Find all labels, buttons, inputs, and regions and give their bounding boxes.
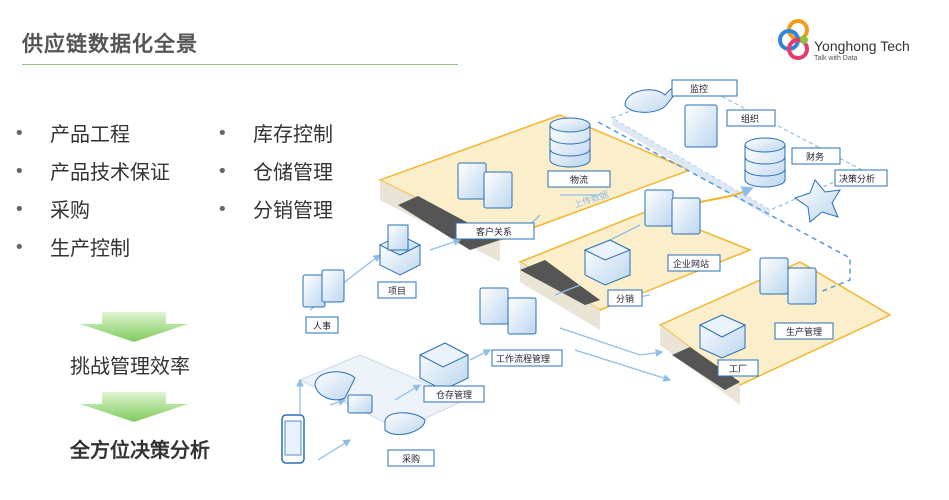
list-item: 仓储管理 — [217, 160, 333, 198]
svg-text:项目: 项目 — [388, 286, 406, 297]
label-factory: 工厂 — [717, 359, 759, 377]
logo-name: Yonghong Tech — [814, 38, 910, 54]
label-portal: 企业网站 — [667, 254, 721, 272]
svg-text:采购: 采购 — [402, 453, 420, 465]
svg-text:分销: 分销 — [616, 293, 634, 305]
list-item: 分销管理 — [217, 198, 333, 236]
svg-text:人事: 人事 — [313, 320, 331, 332]
bullet-list-right: 库存控制 仓储管理 分销管理 — [217, 122, 333, 236]
label-crm: 客户关系 — [455, 222, 535, 240]
list-item: 产品技术保证 — [14, 160, 170, 198]
distribution-building-icon — [583, 239, 632, 286]
list-item: 采购 — [14, 198, 170, 236]
label-distribution: 分销 — [607, 289, 643, 307]
portal-servers-icon — [644, 189, 701, 235]
label-hr: 人事 — [305, 316, 339, 334]
step-decision: 全方位决策分析 — [70, 438, 210, 462]
label-decision: 决策分析 — [834, 169, 888, 187]
svg-text:物流: 物流 — [570, 174, 588, 186]
label-purchase: 采购 — [387, 449, 435, 467]
factory-building-icon — [698, 314, 747, 359]
svg-text:决策分析: 决策分析 — [839, 173, 875, 185]
project-building-icon — [378, 224, 422, 276]
title-underline — [22, 64, 458, 65]
decision-star-icon — [793, 179, 841, 223]
svg-text:财务: 财务 — [806, 151, 824, 163]
hr-server-icon — [302, 269, 345, 308]
label-logistics: 物流 — [547, 170, 611, 188]
svg-text:工厂: 工厂 — [729, 364, 747, 375]
dashed-bracket — [597, 121, 851, 293]
svg-text:仓存管理: 仓存管理 — [436, 389, 472, 401]
org-server-icon — [684, 104, 718, 148]
svg-text:客户关系: 客户关系 — [476, 226, 512, 238]
down-arrow-icon — [80, 392, 188, 422]
logo-rings-icon — [778, 19, 809, 60]
list-item: 库存控制 — [217, 122, 333, 160]
label-monitor: 监控 — [671, 79, 738, 97]
distribution-panel — [518, 209, 753, 330]
label-workflow: 工作流程管理 — [491, 349, 563, 367]
logo-tagline: Talk with Data — [814, 55, 858, 62]
finance-database-icon — [744, 137, 786, 188]
svg-text:企业网站: 企业网站 — [673, 258, 709, 270]
svg-text:生产管理: 生产管理 — [786, 326, 822, 338]
monitor-whale-icon — [624, 83, 679, 113]
list-item: 产品工程 — [14, 122, 170, 160]
purchase-icons — [314, 371, 426, 435]
page-title: 供应链数据化全景 — [22, 32, 198, 56]
company-logo: Yonghong Tech Talk with Data — [776, 16, 936, 76]
logistics-database-icon — [549, 117, 591, 168]
down-arrow-icon — [80, 312, 188, 342]
label-finance: 财务 — [791, 147, 841, 165]
svg-text:监控: 监控 — [690, 83, 708, 95]
label-production: 生产管理 — [774, 322, 834, 340]
step-challenge: 挑战管理效率 — [70, 354, 190, 378]
crm-servers-icon — [457, 162, 513, 209]
production-servers-icon — [759, 257, 817, 305]
warehouse-building-icon — [418, 342, 470, 391]
workflow-servers-icon — [479, 287, 537, 335]
list-item: 生产控制 — [14, 236, 170, 274]
label-org: 组织 — [726, 109, 776, 127]
label-warehouse: 仓存管理 — [423, 385, 485, 403]
supply-chain-diagram: 上传数据 — [281, 79, 892, 467]
label-project: 项目 — [377, 281, 417, 299]
svg-text:组织: 组织 — [741, 113, 759, 125]
svg-text:工作流程管理: 工作流程管理 — [496, 353, 550, 365]
phone-icon — [281, 414, 305, 464]
bullet-list-left: 产品工程 产品技术保证 采购 生产控制 — [14, 122, 170, 274]
